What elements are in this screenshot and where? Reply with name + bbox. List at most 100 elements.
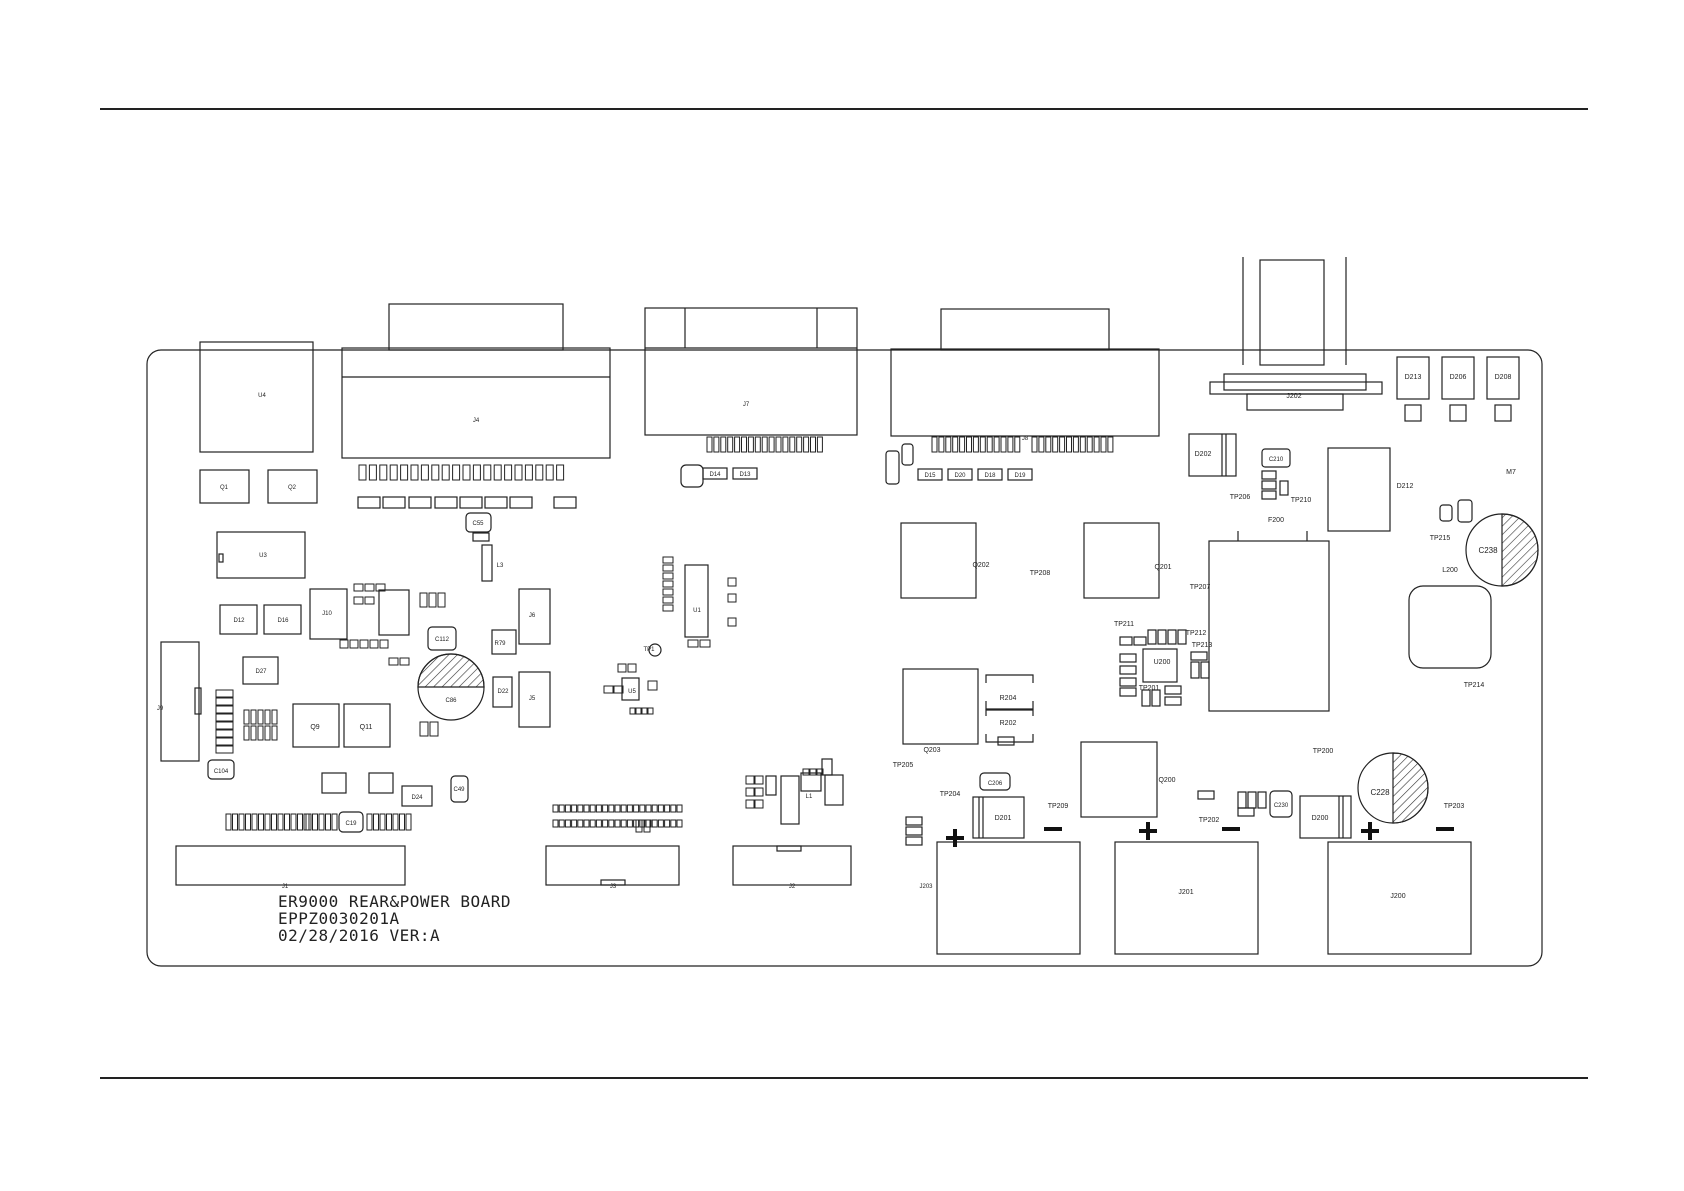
smd-pad (754, 799, 764, 809)
smd-pad (979, 436, 986, 453)
u3-body (216, 531, 306, 579)
smd-pad (353, 583, 364, 592)
smd-pad (243, 725, 250, 741)
part-label-d16: D16 (277, 618, 289, 624)
smd-pad (657, 804, 664, 813)
part-label-c210: C210 (1269, 457, 1284, 463)
u200-body (1142, 648, 1178, 683)
smd-pad (734, 436, 741, 453)
u5-left-body (378, 589, 410, 636)
u5-body (621, 677, 640, 701)
smd-pad (626, 804, 633, 813)
smd-pad (379, 464, 388, 481)
smd-pad (419, 721, 429, 737)
smd-pad (225, 813, 232, 831)
smd-pad (264, 725, 271, 741)
part-label-d14: D14 (709, 472, 721, 478)
part-label-tp211: TP211 (1114, 621, 1134, 628)
smd-pad (608, 819, 615, 828)
smd-pad (635, 707, 642, 715)
smd-pad (524, 464, 533, 481)
smd-pad (613, 685, 624, 694)
smd-pad (514, 464, 523, 481)
smd-pad (589, 819, 596, 828)
smd-pad (250, 709, 257, 725)
part-label-u5: U5 (628, 689, 636, 695)
smd-pad (215, 737, 234, 746)
part-label-tp206: TP206 (1230, 494, 1251, 501)
part-label-c104: C104 (214, 769, 229, 775)
smd-pad (745, 775, 755, 785)
smd-pad (472, 464, 481, 481)
smd-pad (768, 436, 775, 453)
j2-body (732, 845, 852, 886)
smd-pad (305, 813, 312, 831)
smd-pad (699, 639, 711, 648)
smd-pad (1031, 436, 1038, 453)
smd-pad (664, 819, 671, 828)
smd-pad (643, 819, 651, 833)
smd-pad (952, 436, 959, 453)
smd-pad (419, 592, 428, 608)
d201-body (972, 796, 1025, 839)
smd-pad (595, 819, 602, 828)
smd-pad (1059, 436, 1066, 453)
smd-pad (816, 436, 823, 453)
d212-body (1327, 447, 1391, 532)
d213-body (1396, 356, 1430, 400)
smd-pad (1072, 436, 1079, 453)
smd-pad (264, 813, 271, 831)
smd-pad (626, 819, 633, 828)
smd-pad (431, 464, 440, 481)
smd-pad (633, 804, 640, 813)
smd-pad (358, 464, 367, 481)
u1-body (684, 564, 709, 638)
board-title-line-2: EPPZ0030201A (278, 909, 400, 928)
smd-pad (1052, 436, 1059, 453)
smd-pad (754, 787, 764, 797)
smd-pad (972, 436, 979, 453)
smd-pad (258, 813, 264, 831)
smd-pad (602, 804, 609, 813)
smd-pad (676, 819, 683, 828)
smd-pad (627, 663, 637, 673)
smd-pad (215, 721, 234, 730)
smd-pad (290, 813, 297, 831)
j7-body (644, 307, 858, 436)
smd-pad (325, 813, 331, 831)
part-label-d200: D200 (1312, 815, 1329, 822)
q9-body (292, 703, 340, 748)
part-label-c112: C112 (435, 637, 450, 643)
smd-pad (583, 819, 590, 828)
part-label-j1: J1 (282, 884, 289, 890)
part-label-q11: Q11 (360, 724, 373, 731)
smd-pad (420, 464, 429, 481)
part-label-c228: C228 (1370, 788, 1390, 797)
smd-pad (647, 707, 654, 715)
smd-pad (1107, 436, 1114, 453)
smd-pad (556, 464, 565, 481)
j4-header-tab (388, 303, 564, 351)
smd-pad (552, 819, 559, 828)
bottom-rule (100, 1077, 1588, 1079)
smd-pad (245, 813, 251, 831)
smd-pad (428, 592, 437, 608)
smd-pad (664, 804, 671, 813)
smd-pad (651, 804, 658, 813)
smd-pad (564, 804, 571, 813)
part-label-d15: D15 (924, 473, 936, 479)
part-label-r202: R202 (1000, 720, 1017, 727)
part-label-d12: D12 (233, 618, 245, 624)
part-label-tp214: TP214 (1464, 682, 1485, 689)
smd-pad (392, 813, 399, 831)
part-label-d19: D19 (1014, 473, 1026, 479)
part-label-tp208: TP208 (1030, 570, 1051, 577)
smd-pad (602, 819, 609, 828)
part-label-c55: C55 (472, 521, 484, 527)
smd-pad (251, 813, 258, 831)
smd-pad (571, 804, 578, 813)
smd-pad (603, 685, 614, 694)
part-label-tp203: TP203 (1444, 803, 1465, 810)
smd-pad (993, 436, 1000, 453)
smd-pad (452, 464, 461, 481)
